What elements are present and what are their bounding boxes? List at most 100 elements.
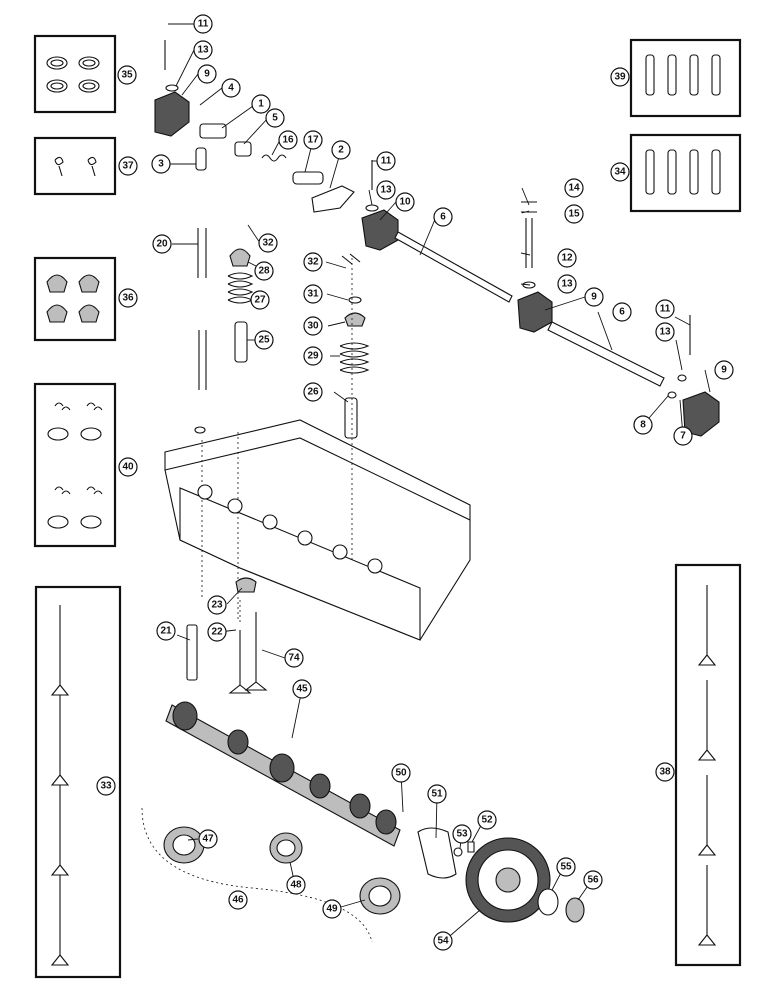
- svg-text:17: 17: [307, 135, 319, 146]
- svg-text:11: 11: [198, 19, 209, 30]
- svg-text:13: 13: [380, 185, 392, 196]
- callout-39: 39: [610, 67, 630, 87]
- svg-text:12: 12: [561, 253, 573, 264]
- bearing-set: [141, 807, 401, 943]
- callout-74: 74: [284, 648, 304, 668]
- callout-29: 29: [303, 346, 323, 366]
- callout-5: 5: [265, 108, 285, 128]
- svg-text:54: 54: [437, 936, 449, 947]
- svg-text:9: 9: [721, 365, 727, 376]
- callout-35: 35: [117, 65, 137, 85]
- svg-text:35: 35: [121, 70, 133, 81]
- svg-text:38: 38: [659, 767, 671, 778]
- callout-13-b: 13: [376, 180, 396, 200]
- callout-22: 22: [207, 622, 227, 642]
- callout-11-right: 11: [655, 299, 675, 319]
- callout-53: 53: [452, 824, 472, 844]
- svg-text:3: 3: [158, 159, 164, 170]
- svg-text:22: 22: [211, 627, 223, 638]
- callout-9-upper: 9: [197, 64, 217, 84]
- callout-9-middle: 9: [584, 287, 604, 307]
- svg-text:32: 32: [262, 238, 274, 249]
- svg-text:1: 1: [258, 99, 264, 110]
- svg-text:13: 13: [561, 279, 573, 290]
- svg-text:40: 40: [122, 462, 134, 473]
- callout-46: 46: [228, 890, 248, 910]
- svg-text:48: 48: [290, 880, 302, 891]
- svg-text:15: 15: [568, 209, 580, 220]
- callout-7: 7: [673, 426, 693, 446]
- callout-49: 49: [322, 899, 342, 919]
- svg-text:7: 7: [680, 431, 686, 442]
- svg-text:16: 16: [282, 135, 294, 146]
- svg-text:45: 45: [296, 684, 308, 695]
- svg-text:5: 5: [272, 113, 278, 124]
- callout-20: 20: [152, 234, 172, 254]
- svg-text:50: 50: [395, 768, 407, 779]
- callout-8: 8: [633, 415, 653, 435]
- svg-text:46: 46: [232, 895, 244, 906]
- svg-text:39: 39: [614, 72, 626, 83]
- svg-text:28: 28: [258, 266, 270, 277]
- svg-text:51: 51: [431, 789, 443, 800]
- svg-text:56: 56: [587, 875, 599, 886]
- callout-56: 56: [583, 870, 603, 890]
- kit-box-40: [33, 382, 117, 548]
- kit-box-34: [629, 133, 742, 213]
- svg-text:13: 13: [659, 327, 671, 338]
- callout-23: 23: [207, 595, 227, 615]
- callout-3: 3: [151, 154, 171, 174]
- callout-6-lower: 6: [612, 302, 632, 322]
- callout-32-right: 32: [303, 252, 323, 272]
- callout-1: 1: [251, 94, 271, 114]
- callout-33: 33: [96, 776, 116, 796]
- callout-2: 2: [331, 140, 351, 160]
- callout-52: 52: [477, 810, 497, 830]
- svg-text:2: 2: [338, 145, 344, 156]
- kit-box-39: [629, 38, 742, 118]
- callout-51: 51: [427, 784, 447, 804]
- callout-32-left: 32: [258, 233, 278, 253]
- svg-text:74: 74: [288, 653, 300, 664]
- svg-text:8: 8: [640, 420, 646, 431]
- svg-text:26: 26: [307, 387, 319, 398]
- callout-4: 4: [221, 78, 241, 98]
- svg-text:9: 9: [204, 69, 210, 80]
- kit-box-36: [33, 256, 117, 342]
- svg-text:4: 4: [228, 83, 234, 94]
- callout-38: 38: [655, 762, 675, 782]
- svg-text:36: 36: [122, 293, 134, 304]
- svg-text:9: 9: [591, 292, 597, 303]
- callout-16: 16: [278, 130, 298, 150]
- callout-40: 40: [118, 457, 138, 477]
- svg-text:31: 31: [307, 289, 319, 300]
- svg-text:13: 13: [197, 45, 209, 56]
- callout-14: 14: [564, 178, 584, 198]
- callout-54: 54: [433, 931, 453, 951]
- valve-group: [186, 577, 268, 694]
- svg-text:25: 25: [258, 335, 270, 346]
- kit-box-37: [33, 136, 117, 196]
- callout-47: 47: [198, 829, 218, 849]
- svg-text:55: 55: [560, 862, 572, 873]
- camshaft: [165, 701, 401, 847]
- callout-25: 25: [254, 330, 274, 350]
- callout-45: 45: [292, 679, 312, 699]
- svg-text:20: 20: [156, 239, 168, 250]
- callout-13-c: 13: [557, 274, 577, 294]
- callout-55: 55: [556, 857, 576, 877]
- svg-text:30: 30: [307, 321, 319, 332]
- callout-34: 34: [610, 162, 630, 182]
- kit-box-38: [674, 563, 742, 967]
- svg-text:11: 11: [660, 304, 671, 315]
- rocker-assembly-parts: [154, 40, 720, 439]
- callout-26: 26: [303, 382, 323, 402]
- gear-group: [417, 827, 585, 923]
- callout-11-middle: 11: [376, 151, 396, 171]
- callout-31: 31: [303, 284, 323, 304]
- svg-text:6: 6: [619, 307, 625, 318]
- svg-text:23: 23: [211, 600, 223, 611]
- svg-text:32: 32: [307, 257, 319, 268]
- callout-13-a: 13: [193, 40, 213, 60]
